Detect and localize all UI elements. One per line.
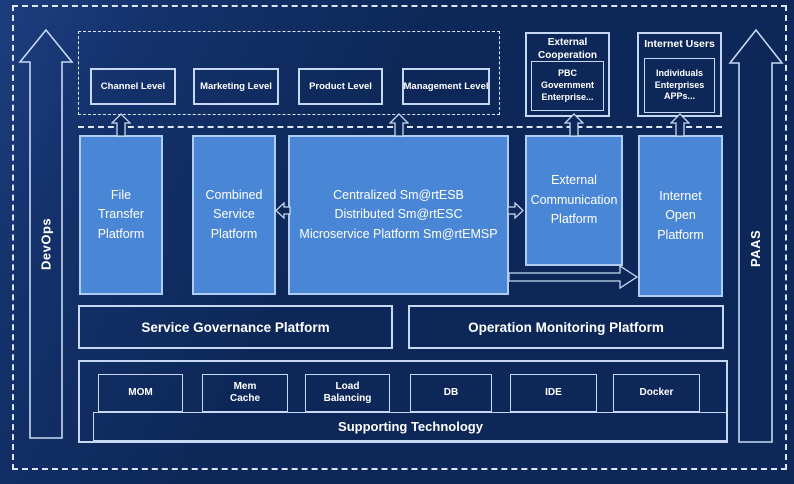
right-arrow-icon [507, 202, 524, 219]
flow-arrow-icon [509, 264, 639, 290]
level-marketing: Marketing Level [193, 68, 279, 105]
platform-esb: Centralized Sm@rtESB Distributed Sm@rtES… [288, 135, 509, 295]
platform-file-transfer: File Transfer Platform [79, 135, 163, 295]
up-arrow-icon [389, 113, 409, 137]
level-management-label: Management Level [403, 81, 489, 92]
left-arrow-icon [275, 202, 291, 219]
tech-load-balancing: Load Balancing [305, 374, 390, 412]
tech-db: DB [410, 374, 492, 412]
operation-monitoring-platform: Operation Monitoring Platform [408, 305, 724, 349]
external-cooperation-member: PBC Government Enterprise... [531, 61, 604, 111]
devops-label: DevOps [38, 217, 54, 271]
up-arrow-icon [670, 113, 690, 137]
level-marketing-label: Marketing Level [200, 81, 272, 92]
platform-external-communication-label: External Communication Platform [530, 173, 618, 227]
tech-mom: MOM [98, 374, 183, 412]
level-channel: Channel Level [90, 68, 176, 105]
level-management: Management Level [402, 68, 490, 105]
internet-users-member: Individuals Enterprises APPs... [644, 58, 715, 113]
tech-ide-label: IDE [545, 386, 562, 398]
diagram-boundary [12, 5, 787, 470]
platform-file-transfer-label: File Transfer Platform [97, 187, 145, 241]
tech-mom-label: MOM [128, 386, 153, 398]
platform-internet-open: Internet Open Platform [638, 135, 723, 297]
tech-mem-cache-label: Mem Cache [229, 380, 260, 405]
level-product: Product Level [298, 68, 383, 105]
internet-users-group: Internet Users Individuals Enterprises A… [637, 32, 722, 117]
service-governance-label: Service Governance Platform [141, 319, 330, 335]
tech-docker: Docker [613, 374, 700, 412]
tech-docker-label: Docker [639, 386, 674, 398]
internet-users-title: Internet Users [644, 38, 715, 50]
up-arrow-icon [111, 113, 131, 137]
level-channel-label: Channel Level [100, 81, 166, 92]
tech-db-label: DB [443, 386, 459, 398]
supporting-technology-container [78, 360, 728, 443]
platform-combined-service: Combined Service Platform [192, 135, 276, 295]
tech-ide: IDE [510, 374, 597, 412]
devops-arrow-icon [18, 28, 74, 439]
platform-external-communication: External Communication Platform [525, 135, 623, 266]
platform-internet-open-label: Internet Open Platform [657, 188, 704, 242]
levels-container [78, 31, 500, 115]
supporting-technology-label: Supporting Technology [338, 419, 483, 434]
paas-label: PAAS [748, 229, 763, 267]
level-product-label: Product Level [309, 81, 372, 92]
operation-monitoring-label: Operation Monitoring Platform [468, 319, 664, 335]
external-cooperation-title: External Cooperation [538, 37, 597, 61]
tech-mem-cache: Mem Cache [202, 374, 288, 412]
service-governance-platform: Service Governance Platform [78, 305, 393, 349]
external-cooperation-group: External Cooperation PBC Government Ente… [525, 32, 610, 117]
up-arrow-icon [564, 113, 584, 137]
platform-combined-service-label: Combined Service Platform [205, 187, 263, 241]
tech-load-balancing-label: Load Balancing [323, 380, 372, 405]
paas-arrow-icon [728, 28, 784, 443]
supporting-technology-banner: Supporting Technology [93, 412, 728, 441]
platform-esb-label: Centralized Sm@rtESB Distributed Sm@rtES… [299, 187, 498, 241]
